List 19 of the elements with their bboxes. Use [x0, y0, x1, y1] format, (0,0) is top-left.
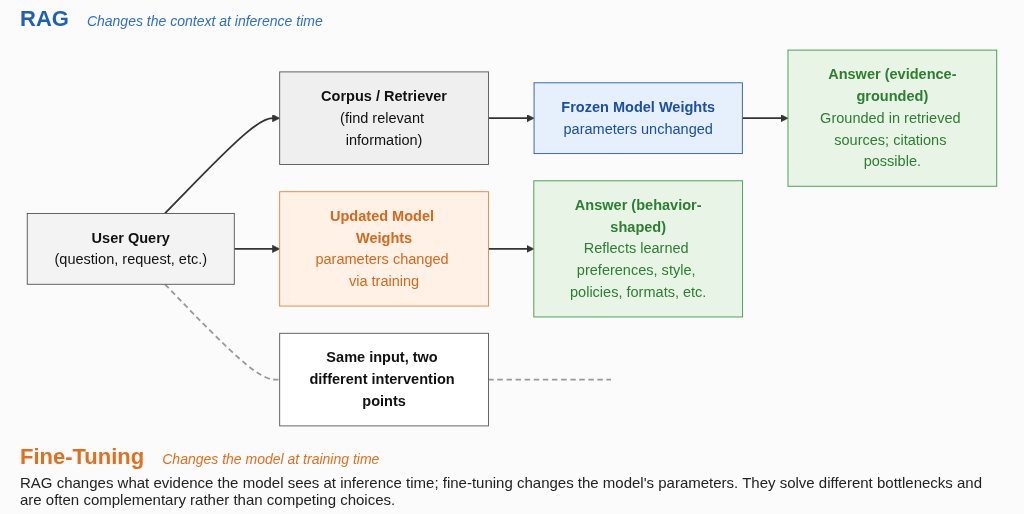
- node-box: Answer (behavior-shaped) Reflects learned preferences, style, policies, formats, etc.: [533, 180, 744, 318]
- section-subtitle: Changes the model at training time: [162, 451, 380, 467]
- arrow: [487, 244, 535, 253]
- node-box: Same input, two different intervention points: [279, 332, 489, 427]
- connector: [487, 378, 612, 381]
- section-subtitle: Changes the context at inference time: [86, 13, 323, 29]
- node-box: User Query (question, request, etc.): [26, 213, 235, 285]
- arrow: [741, 114, 789, 123]
- section-heading: Fine-Tuning: [20, 444, 145, 470]
- node-box: Updated Model Weights parameters changed via training: [279, 191, 489, 307]
- connector: [164, 283, 281, 381]
- node-box: Corpus / Retriever (find relevant information): [279, 71, 489, 165]
- caption: RAG changes what evidence the model sees at inference time; fine-tuning changes the model's parameters. They solve different bottlenecks and are often complementary rather than competing choices.: [20, 474, 984, 508]
- node-box: Answer (evidence-grounded) Grounded in retrieved sources; citations possible.: [787, 49, 998, 187]
- arrow: [487, 114, 535, 123]
- node-box: Frozen Model Weights parameters unchanged: [533, 82, 743, 155]
- arrow: [164, 114, 281, 215]
- arrow: [233, 244, 281, 253]
- section-heading: RAG: [20, 6, 69, 32]
